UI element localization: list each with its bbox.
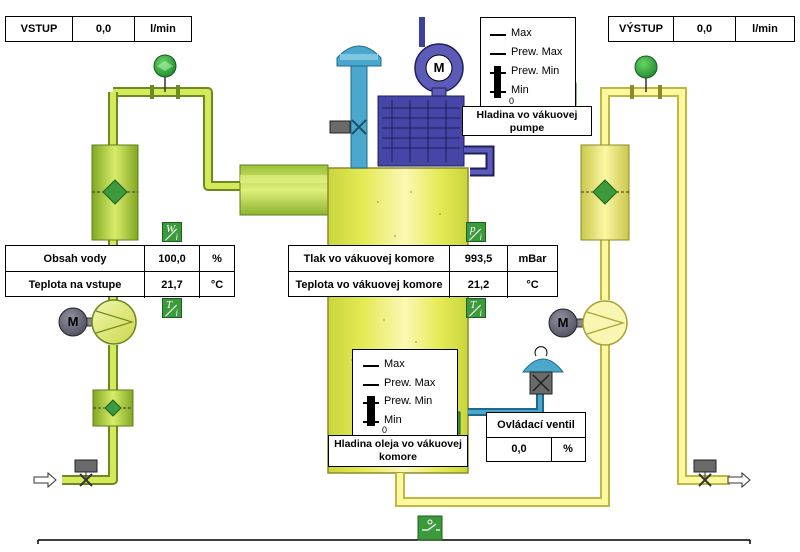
- chamber-temp-value: 21,2: [449, 272, 507, 298]
- chamber-pressure-label: Tlak vo vákuovej komore: [303, 253, 435, 265]
- pump-level-max-label: Max: [511, 27, 532, 39]
- right-pump: [548, 300, 628, 346]
- inlet-measurements-panel: Obsah vody 100,0 % Teplota na vstupe 21,…: [5, 245, 235, 298]
- inlet-temp-sensor-letter: T: [166, 299, 173, 311]
- oil-level-prew-max-label: Prew. Max: [384, 377, 436, 389]
- control-valve-panel: Ovládací ventil 0,0 %: [486, 412, 586, 462]
- water-content-value: 100,0: [144, 246, 199, 272]
- right-motor-label: M: [557, 315, 569, 330]
- inlet-temp-label: Teplota na vstupe: [28, 279, 122, 291]
- inlet-temp-row: Teplota na vstupe 21,7 °C: [6, 271, 234, 298]
- chamber-temp-sensor-icon[interactable]: T i: [466, 298, 486, 318]
- chamber-pressure-unit: mBar: [507, 246, 557, 272]
- right-pipes: [600, 87, 730, 485]
- pressure-sensor-letter: p: [470, 223, 476, 235]
- pump-level-legend: Max Prew. Max Prew. Min Min 0: [480, 17, 576, 107]
- right-outlet-valve: [693, 459, 751, 489]
- control-valve-unit: %: [563, 443, 573, 455]
- chamber-temp-unit: °C: [507, 272, 557, 298]
- left-filter: [91, 144, 139, 241]
- chamber-temp-label: Teplota vo vákuovej komore: [295, 279, 443, 291]
- chamber-temp-sensor-letter: T: [470, 299, 477, 311]
- top-water-inlet: [329, 45, 382, 169]
- control-valve-label: Ovládací ventil: [487, 413, 585, 438]
- oil-level-min-label: Min: [384, 414, 402, 426]
- control-valve-value: 0,0: [487, 437, 552, 461]
- vacuum-pump: [377, 17, 495, 177]
- inlet-temp-value: 21,7: [144, 272, 199, 298]
- bottom-switch-icon[interactable]: [417, 515, 443, 541]
- control-valve: [468, 346, 565, 416]
- pump-level-zero: 0: [509, 96, 515, 106]
- chamber-temp-row: Teplota vo vákuovej komore 21,2 °C: [289, 271, 557, 298]
- pressure-sensor-sub: i: [479, 232, 482, 242]
- oil-level-caption-box: Hladina oleja vo vákuovej komore: [328, 435, 468, 467]
- chamber-pressure-row: Tlak vo vákuovej komore 993,5 mBar: [289, 246, 557, 272]
- input-flow-panel: VSTUP 0,0 l/min: [5, 16, 192, 42]
- input-flow-value: 0,0: [72, 17, 134, 41]
- output-flow-label: VÝSTUP: [618, 23, 663, 35]
- left-pump: [58, 299, 137, 345]
- oil-level-legend: Max Prew. Max Prew. Min Min 0: [352, 349, 458, 435]
- right-filter: [580, 144, 630, 241]
- input-flow-label: VSTUP: [20, 23, 58, 35]
- chamber-pressure-value: 993,5: [449, 246, 507, 272]
- water-content-sensor-icon[interactable]: W i: [162, 222, 182, 242]
- pump-level-prew-max-label: Prew. Max: [511, 46, 563, 58]
- chamber-measurements-panel: Tlak vo vákuovej komore 993,5 mBar Teplo…: [288, 245, 558, 298]
- water-content-unit: %: [199, 246, 234, 272]
- inlet-temp-sensor-sub: i: [175, 308, 178, 318]
- inlet-temp-sensor-icon[interactable]: T i: [162, 298, 182, 318]
- water-content-label: Obsah vody: [43, 253, 107, 265]
- right-top-valve: [630, 55, 662, 99]
- output-flow-unit: l/min: [735, 17, 794, 41]
- water-content-row: Obsah vody 100,0 %: [6, 246, 234, 272]
- left-lower-filter: [92, 389, 134, 427]
- oil-level-prew-min-label: Prew. Min: [384, 395, 433, 407]
- left-motor-label: M: [67, 314, 79, 329]
- pump-level-min-label: Min: [511, 84, 529, 96]
- vacuum-motor-label: M: [433, 60, 445, 75]
- bottom-pipe: [395, 345, 610, 507]
- pump-level-prew-min-label: Prew. Min: [511, 65, 560, 77]
- oil-level-zero: 0: [382, 425, 388, 435]
- water-content-sensor-sub: i: [175, 232, 178, 242]
- left-top-valve: [150, 54, 180, 99]
- left-inlet-valve: [33, 459, 98, 489]
- input-flow-unit: l/min: [134, 17, 191, 41]
- oil-level-max-label: Max: [384, 358, 405, 370]
- chamber-temp-sensor-sub: i: [479, 308, 482, 318]
- oil-level-caption: Hladina oleja vo vákuovej komore: [334, 438, 462, 463]
- pressure-sensor-icon[interactable]: p i: [466, 222, 486, 242]
- output-flow-panel: VÝSTUP 0,0 l/min: [608, 16, 795, 42]
- output-flow-value: 0,0: [673, 17, 735, 41]
- inlet-temp-unit: °C: [199, 272, 234, 298]
- bottom-bracket: [37, 539, 751, 544]
- pump-level-caption: Hladina vo vákuovej pumpe: [476, 109, 578, 134]
- left-heater: [239, 164, 329, 216]
- water-content-sensor-letter: W: [166, 223, 176, 235]
- pump-level-caption-box: Hladina vo vákuovej pumpe: [462, 106, 592, 136]
